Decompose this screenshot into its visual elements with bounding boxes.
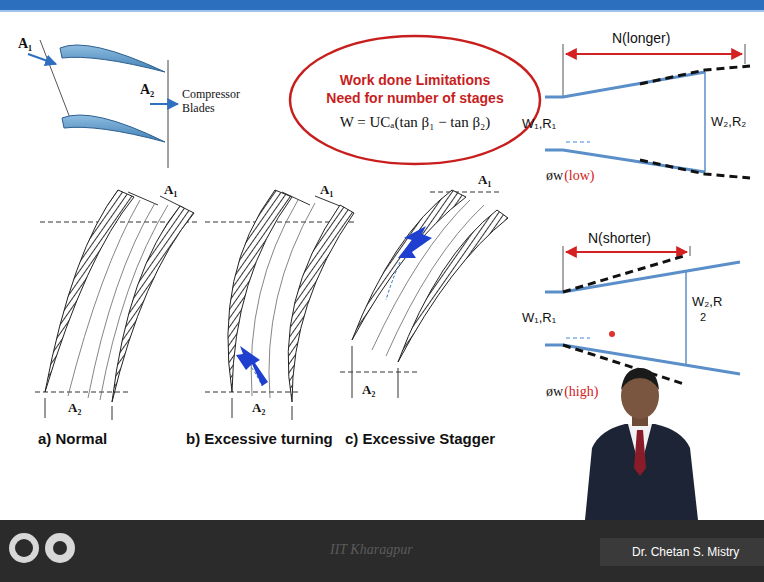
panel-caption: c) Excessive Stagger [345, 430, 495, 447]
outlet-label: W₂,R [692, 294, 722, 309]
area-label: A₁ [164, 182, 177, 198]
coefficient-label: øw [546, 384, 563, 400]
formula-text: W = UCₐ(tan β₁ − tan β₂) [340, 114, 491, 131]
presenter-name: Dr. Chetan S. Mistry [632, 545, 739, 559]
ellipse-callout: Work done LimitationsNeed for number of … [288, 34, 542, 166]
area-label: A₁ [18, 36, 32, 52]
panel-caption: a) Normal [38, 430, 107, 447]
watermark-text: IIT Kharagpur [330, 542, 413, 558]
subscript-label: 2 [700, 311, 706, 323]
area-label: A₂ [140, 82, 154, 98]
coefficient-value: (low) [564, 168, 594, 184]
heading-text: Work done Limitations [340, 72, 491, 88]
heading-text: Need for number of stages [326, 90, 503, 106]
part-label: Compressor Blades [182, 88, 258, 116]
area-label: A₂ [252, 400, 265, 416]
area-label: A₂ [362, 382, 375, 398]
dimension-label: N(longer) [612, 30, 670, 46]
inlet-label: W₁,R₁ [522, 310, 556, 325]
coefficient-value: (high) [564, 384, 598, 400]
outlet-label: W₂,R₂ [711, 114, 746, 129]
coefficient-label: øw [546, 168, 563, 184]
area-label: A₂ [68, 400, 81, 416]
area-label: A₁ [320, 182, 333, 198]
inlet-label: W₁,R₁ [522, 116, 556, 131]
area-label: A₁ [478, 172, 491, 188]
panel-caption: b) Excessive turning [186, 430, 333, 447]
dimension-label: N(shorter) [588, 230, 651, 246]
